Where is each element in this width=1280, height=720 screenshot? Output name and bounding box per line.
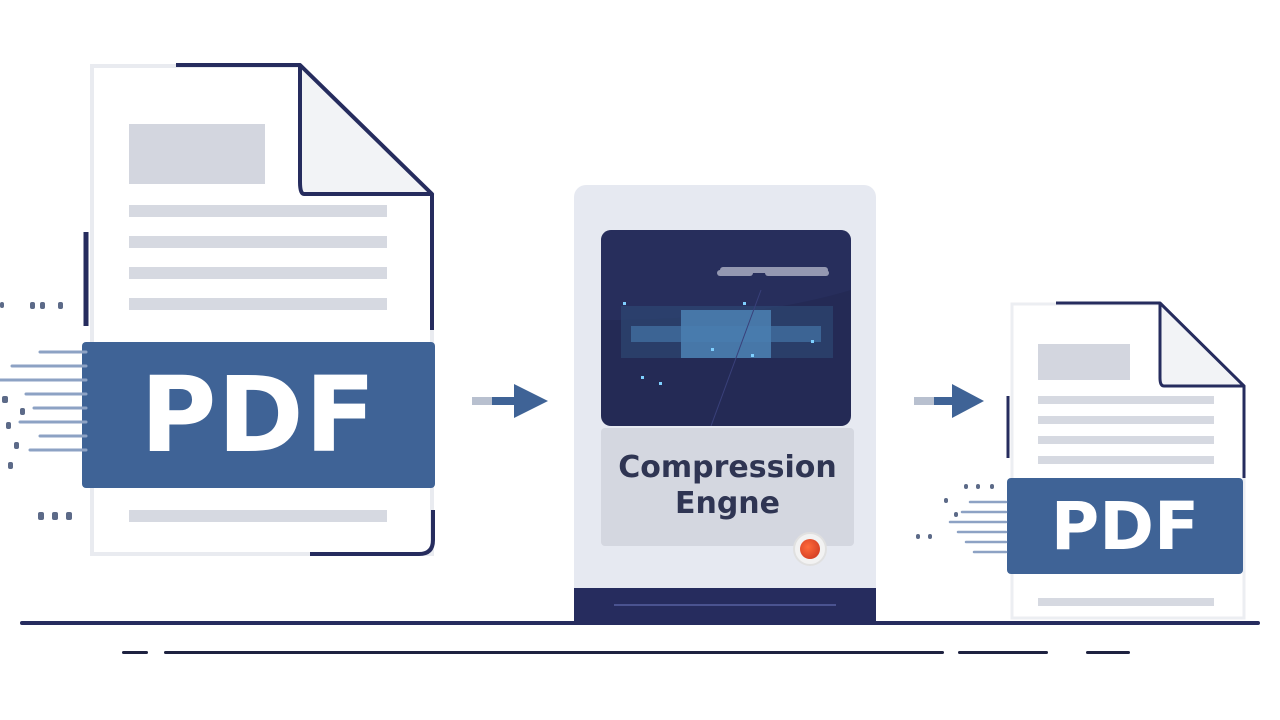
ground-dash <box>958 651 1048 654</box>
engine-base <box>574 588 876 624</box>
ground-dash <box>122 651 148 654</box>
output-document <box>1006 301 1246 620</box>
ground-dash <box>1086 651 1130 654</box>
engine-base-stripe <box>614 604 836 606</box>
input-pdf-label: PDF <box>82 342 435 488</box>
ground-line <box>20 621 1260 625</box>
output-pdf-label: PDF <box>1007 478 1243 574</box>
doc-heading-block <box>129 124 265 184</box>
right-arrow-icon <box>914 384 984 418</box>
engine-screen <box>601 230 851 426</box>
data-stream-left <box>0 302 88 520</box>
indicator-light-core <box>800 539 820 559</box>
engine-label-panel <box>601 428 854 546</box>
right-arrow-icon <box>472 384 548 418</box>
engine-display <box>601 230 851 426</box>
ground-dash <box>164 651 944 654</box>
engine-label: Compression Engne <box>618 450 837 521</box>
data-stream-right <box>916 484 1008 554</box>
